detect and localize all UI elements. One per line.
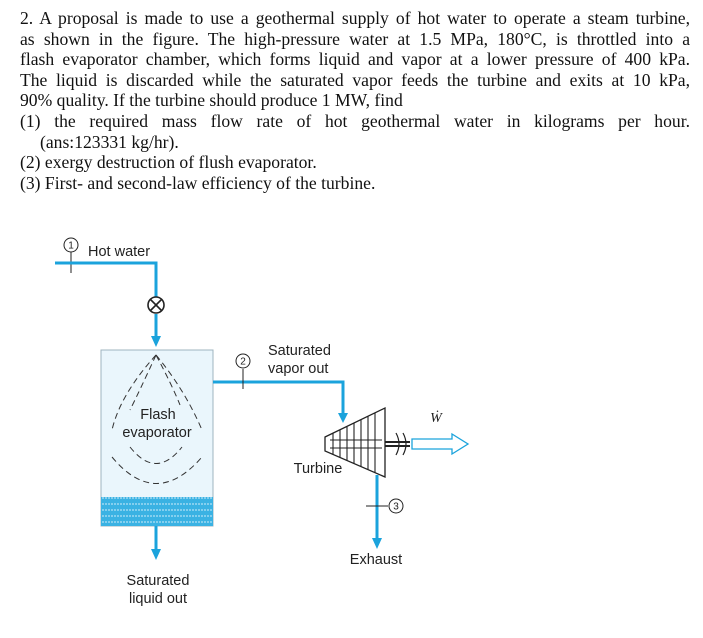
flash-label-line-1: Flash bbox=[140, 407, 175, 423]
flash-label-line-2: evaporator bbox=[122, 425, 191, 441]
work-symbol: Ẇ bbox=[430, 409, 443, 426]
state-1-label: 1 bbox=[68, 241, 74, 252]
vapor-pipe bbox=[213, 380, 348, 423]
geothermal-plant-diagram: 1 Hot water Flash evaporator Saturated l bbox=[55, 237, 470, 607]
liquid-level bbox=[101, 497, 213, 526]
turbine-label: Turbine bbox=[294, 461, 343, 477]
state-2-marker: 2 bbox=[235, 353, 251, 389]
turbine-icon bbox=[324, 406, 410, 478]
exhaust-label: Exhaust bbox=[350, 552, 402, 568]
problem-line-1: 2. A proposal is made to use a geotherma… bbox=[20, 8, 690, 28]
state-3-marker: 3 bbox=[366, 498, 404, 514]
state-2-label: 2 bbox=[240, 357, 246, 368]
hot-water-label: Hot water bbox=[88, 244, 150, 260]
question-1-answer: (ans:123331 kg/hr). bbox=[40, 131, 179, 152]
state-1-marker: 1 bbox=[63, 237, 79, 273]
liquid-out-label-line-1: Saturated bbox=[127, 573, 190, 589]
state-3-label: 3 bbox=[393, 502, 399, 513]
problem-line-3: flash evaporator chamber, which forms li… bbox=[20, 49, 690, 70]
question-3: (3) First- and second-law efficiency of … bbox=[20, 172, 376, 193]
question-2: (2) exergy destruction of flush evaporat… bbox=[20, 152, 317, 173]
question-1: (1) the required mass flow rate of hot g… bbox=[20, 110, 690, 131]
exhaust-pipe bbox=[372, 475, 382, 549]
vapor-out-label-line-2: vapor out bbox=[268, 361, 328, 377]
flash-evaporator-chamber bbox=[100, 349, 214, 527]
problem-line-2: as shown in the figure. The high-pressur… bbox=[20, 28, 690, 49]
vapor-out-label-line-1: Saturated bbox=[268, 343, 331, 359]
work-output-arrow-icon bbox=[411, 432, 470, 456]
hot-water-pipe bbox=[55, 261, 161, 347]
liquid-out-pipe bbox=[151, 526, 161, 560]
throttle-valve-icon bbox=[147, 296, 165, 314]
problem-line-5: 90% quality. If the turbine should produ… bbox=[20, 90, 403, 111]
problem-statement: 2. A proposal is made to use a geotherma… bbox=[20, 8, 690, 193]
problem-line-4: The liquid is discarded while the satura… bbox=[20, 69, 690, 90]
liquid-out-label-line-2: liquid out bbox=[129, 591, 187, 607]
